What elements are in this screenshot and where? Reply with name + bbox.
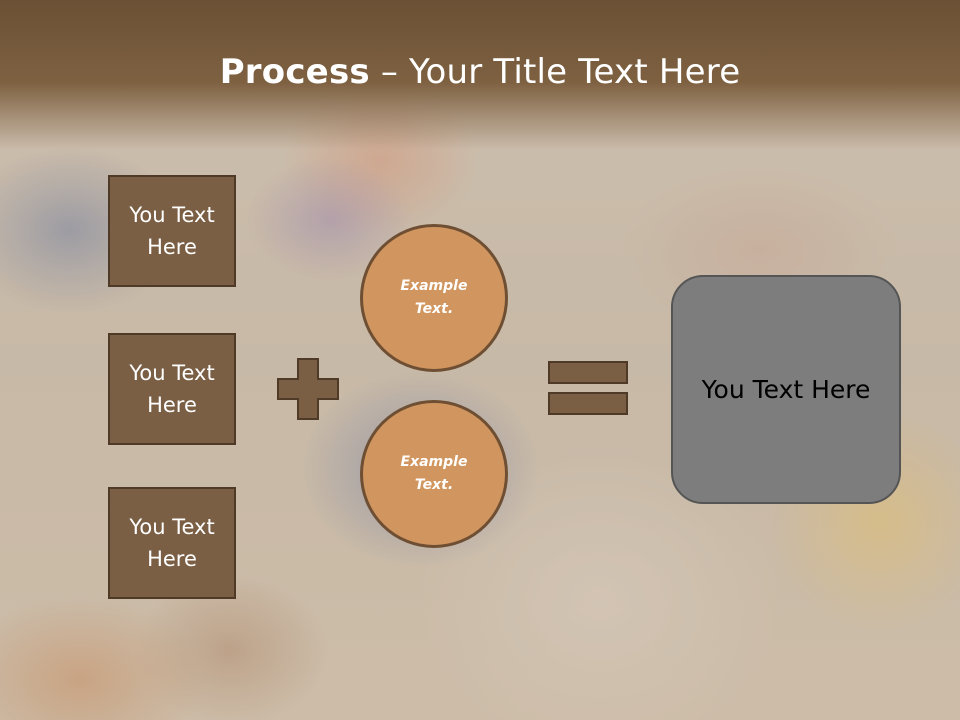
text-box-3: You Text Here <box>108 487 236 599</box>
plus-icon <box>277 358 339 420</box>
text-box-label: You Text Here <box>129 515 215 571</box>
text-box-2: You Text Here <box>108 333 236 445</box>
text-box-1: You Text Here <box>108 175 236 287</box>
title-bold: Process <box>219 52 370 92</box>
text-box-label: You Text Here <box>129 361 215 417</box>
equals-icon <box>548 361 628 415</box>
circle-label: Example Text. <box>400 454 468 493</box>
title-rest: – Your Title Text Here <box>369 52 741 92</box>
circle-label: Example Text. <box>400 278 468 317</box>
result-box: You Text Here <box>671 275 901 504</box>
result-label: You Text Here <box>701 375 871 404</box>
slide-title: Process – Your Title Text Here <box>0 52 960 92</box>
example-circle-1: Example Text. <box>360 224 508 372</box>
text-box-label: You Text Here <box>129 203 215 259</box>
title-bar: Process – Your Title Text Here <box>0 0 960 150</box>
example-circle-2: Example Text. <box>360 400 508 548</box>
